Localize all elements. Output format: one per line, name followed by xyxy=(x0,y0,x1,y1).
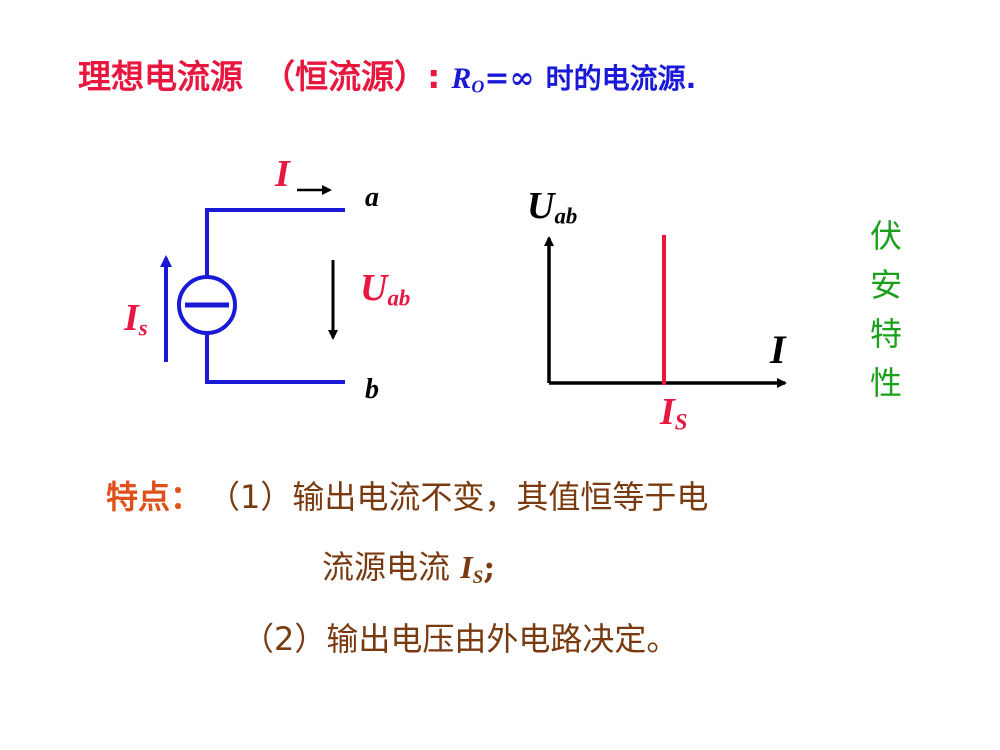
x-axis-label: I xyxy=(770,327,786,372)
title-rest: 时的电流源. xyxy=(545,62,697,95)
feature-2-number: （2） xyxy=(242,620,327,658)
title-r-symbol: RO xyxy=(451,62,485,97)
y-axis-label: Uab xyxy=(527,185,578,229)
output-current-label: I xyxy=(275,153,290,195)
source-current-label: Is xyxy=(124,297,148,341)
feature-1-line-1: 输出电流不变，其值恒等于电 xyxy=(292,478,709,516)
feature-2-text: 输出电压由外电路决定。 xyxy=(326,620,679,658)
feature-1-symbol: IS xyxy=(460,549,484,588)
feature-item-2: （2）输出电压由外电路决定。 xyxy=(242,614,678,660)
feature-item-1: 特点： （1）输出电流不变，其值恒等于电 xyxy=(106,472,708,518)
feature-1-number: （1） xyxy=(224,478,293,516)
feature-1-end: ; xyxy=(483,548,496,586)
voltage-label: Uab xyxy=(360,267,411,311)
vi-characteristic-label: 伏安特性 xyxy=(869,217,902,402)
title-equals-inf: =∞ xyxy=(484,61,535,96)
title-main: 理想电流源 xyxy=(78,57,243,96)
node-a-label: a xyxy=(365,182,379,213)
current-source-symbol xyxy=(177,275,237,335)
is-label: IS xyxy=(660,391,688,435)
page-title: 理想电流源 （恒流源）: RO=∞ 时的电流源. xyxy=(78,50,696,98)
graph-axes xyxy=(544,236,787,388)
node-b-label: b xyxy=(365,374,379,405)
feature-1-line-2: 流源电流 xyxy=(322,548,451,586)
circuit-wires xyxy=(205,208,345,384)
features-heading: 特点： xyxy=(106,478,203,516)
title-paren: （恒流源）: xyxy=(262,57,441,96)
feature-item-1-continued: 流源电流 IS; xyxy=(322,542,495,589)
